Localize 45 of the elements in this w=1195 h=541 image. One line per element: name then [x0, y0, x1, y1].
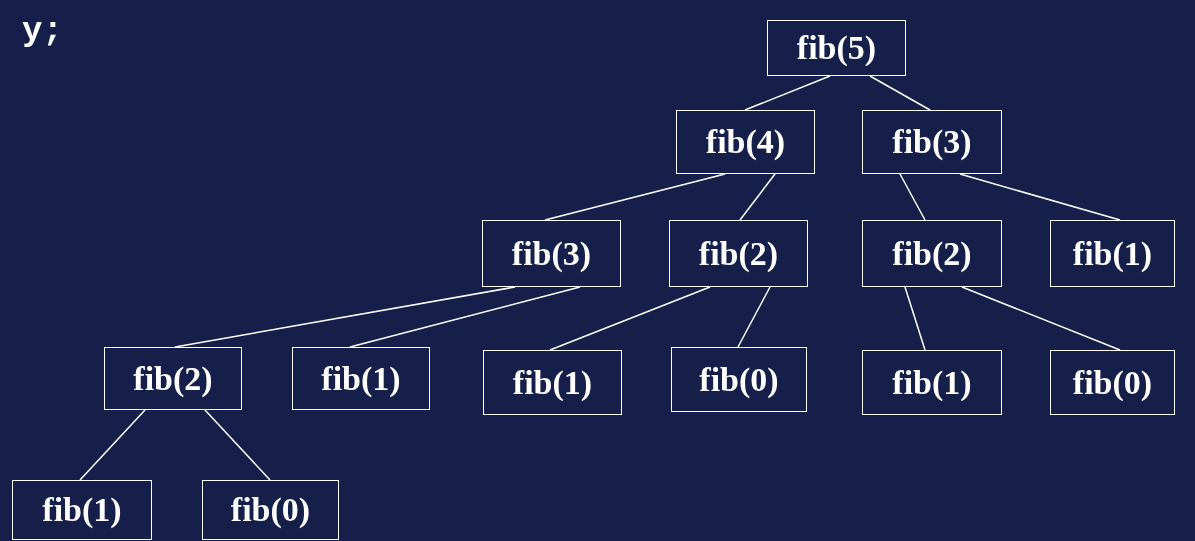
connector-line: [904, 286, 926, 351]
call-label: fib(1): [1072, 234, 1153, 273]
connector-line: [869, 75, 931, 111]
call-box: [1050, 350, 1175, 415]
connector-line: [204, 409, 271, 481]
connector-line: [549, 286, 711, 351]
call-label: fib(0): [230, 491, 311, 529]
call-label: fib(5): [796, 29, 877, 67]
call-box: [676, 110, 815, 174]
call-label: fib(2): [698, 234, 779, 273]
connector-line: [744, 75, 831, 111]
call-label: fib(1): [892, 363, 972, 402]
call-box: [104, 347, 242, 410]
call-label: fib(1): [321, 359, 401, 398]
connector-line: [349, 286, 581, 348]
connector-line: [961, 286, 1121, 351]
call-label: fib(0): [699, 360, 779, 399]
connector-line: [544, 173, 726, 221]
connector-line: [739, 173, 776, 221]
call-box: [483, 350, 622, 415]
connector-line: [899, 173, 926, 221]
call-label: fib(2): [133, 359, 213, 398]
code-text: y;: [22, 12, 63, 50]
call-box: [1050, 220, 1175, 287]
call-box: [202, 480, 339, 540]
call-label: fib(4): [705, 123, 786, 161]
call-box: [12, 480, 152, 540]
call-label: fib(3): [511, 234, 592, 273]
connector-line: [737, 286, 771, 348]
call-label: fib(2): [892, 234, 972, 273]
call-box: [671, 347, 807, 412]
connector-line: [959, 173, 1121, 221]
call-label: fib(3): [892, 123, 972, 161]
call-label: fib(1): [512, 363, 593, 402]
call-label: fib(0): [1072, 363, 1153, 402]
call-box: [862, 220, 1002, 287]
call-box: [767, 20, 906, 76]
call-box: [862, 350, 1002, 415]
call-box: [292, 347, 430, 410]
call-box: [482, 220, 621, 287]
call-box: [669, 220, 808, 287]
connector-line: [174, 286, 516, 348]
call-label: fib(1): [42, 491, 122, 529]
connector-line: [79, 409, 146, 481]
call-box: [862, 110, 1002, 174]
